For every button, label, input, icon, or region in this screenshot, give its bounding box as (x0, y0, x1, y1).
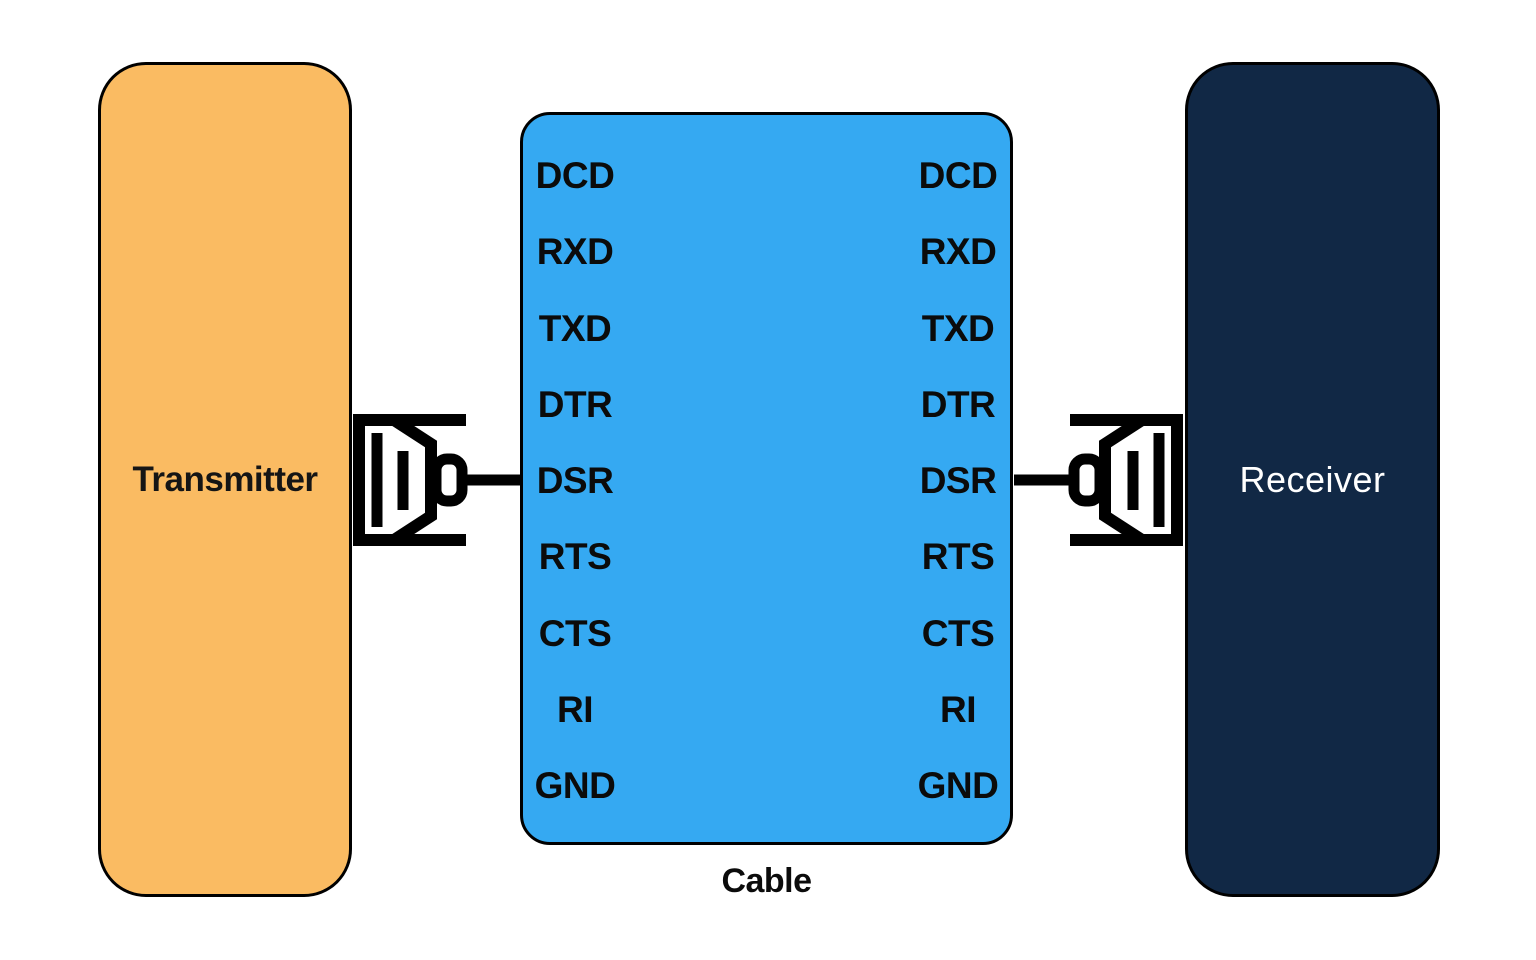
pin-row: RTS RTS (523, 538, 1010, 575)
pin-row: TXD TXD (523, 310, 1010, 347)
pin-label-right: RXD (919, 231, 997, 273)
receiver-label: Receiver (1239, 458, 1386, 500)
serial-connector-icon (352, 413, 522, 547)
pin-label-right: TXD (921, 307, 995, 349)
pin-row: DTR DTR (523, 386, 1010, 423)
transmitter-box: Transmitter (98, 62, 352, 897)
pin-label-right: CTS (921, 612, 995, 654)
pin-label-right: RTS (921, 536, 995, 578)
serial-connector-icon (1014, 413, 1184, 547)
pin-row: DSR DSR (523, 462, 1010, 499)
pin-label-right: DTR (920, 383, 996, 425)
receiver-box: Receiver (1185, 62, 1440, 897)
pin-label-left: RI (557, 688, 594, 730)
pin-label-right: GND (917, 765, 999, 806)
pin-label-left: DSR (536, 460, 614, 501)
pin-label-left: DCD (535, 155, 615, 196)
pin-row: RXD RXD (523, 233, 1010, 270)
pin-label-left: RXD (536, 231, 614, 273)
pin-label-left: RTS (538, 536, 612, 578)
pin-row: GND GND (523, 767, 1010, 804)
pin-label-left: TXD (538, 307, 612, 349)
pin-label-right: DCD (918, 155, 998, 196)
pin-label-left: GND (534, 765, 616, 806)
pin-label-left: DTR (537, 383, 613, 425)
pin-row: CTS CTS (523, 615, 1010, 652)
cable-label: Cable (721, 862, 812, 900)
pin-label-right: RI (940, 688, 977, 730)
pin-row: DCD DCD (523, 157, 1010, 194)
pin-row: RI RI (523, 691, 1010, 728)
transmitter-label: Transmitter (132, 459, 318, 499)
pin-label-right: DSR (919, 460, 997, 501)
pin-label-left: CTS (538, 612, 612, 654)
